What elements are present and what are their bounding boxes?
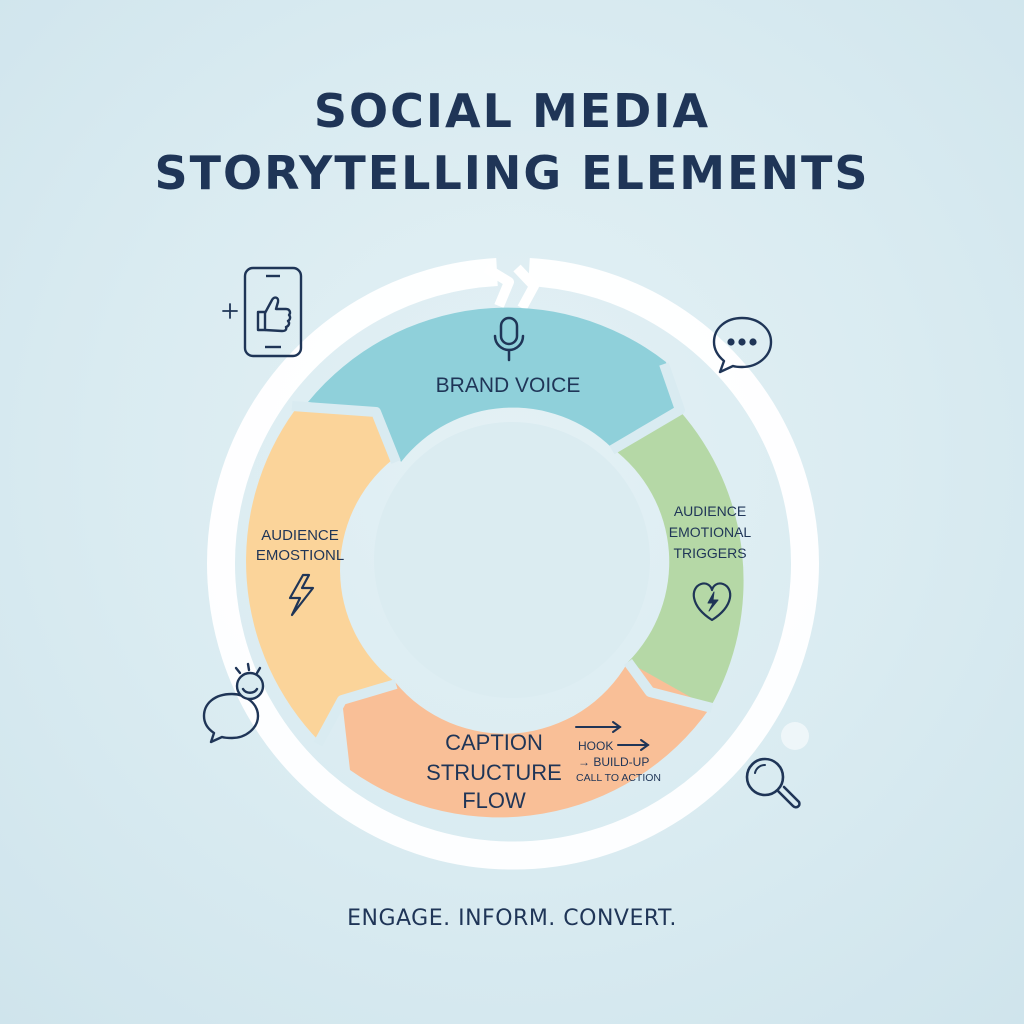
sparkle-icon [222, 303, 238, 319]
caption-step-hook: HOOK [578, 739, 613, 753]
heart-lightning-icon [692, 582, 732, 622]
audience-right-line-2: EMOTIONAL [669, 524, 752, 540]
magnifier-icon [745, 757, 801, 809]
caption-step-call-to-action: CALL TO ACTION [576, 772, 661, 784]
audience-left-line-2: EMOSTIONL [256, 547, 344, 564]
brand-voice-label: BRAND VOICE [436, 374, 581, 397]
caption-flow-arrows [575, 721, 650, 751]
segment-caption-structure-flow [342, 662, 710, 818]
smiley-speech-icon [202, 662, 265, 744]
outer-ring [207, 258, 819, 870]
glow-dot [781, 722, 809, 750]
segment-audience-emotional-left [246, 410, 395, 742]
segment-audience-emotional-triggers [612, 410, 744, 708]
caption-step-build-up: → BUILD-UP [578, 755, 649, 769]
microphone-icon [493, 316, 525, 362]
chat-bubble-icon [712, 316, 773, 374]
segment-brand-voice [308, 307, 679, 462]
caption-line-1: CAPTION [445, 730, 543, 755]
segment-dividers [291, 362, 714, 747]
lightning-icon [288, 573, 315, 617]
caption-line-3: FLOW [462, 788, 526, 813]
audience-right-line-1: AUDIENCE [674, 503, 746, 519]
audience-left-line-1: AUDIENCE [261, 527, 339, 544]
title-line-2: STORYTELLING ELEMENTS [154, 146, 870, 200]
audience-right-line-3: TRIGGERS [673, 545, 746, 561]
page-title: SOCIAL MEDIA STORYTELLING ELEMENTS [0, 80, 1024, 204]
caption-line-2: STRUCTURE [426, 760, 562, 785]
inner-circle [374, 422, 650, 698]
tagline: ENGAGE. INFORM. CONVERT. [347, 906, 677, 931]
phone-like-icon [243, 266, 303, 358]
title-line-1: SOCIAL MEDIA [313, 84, 711, 138]
